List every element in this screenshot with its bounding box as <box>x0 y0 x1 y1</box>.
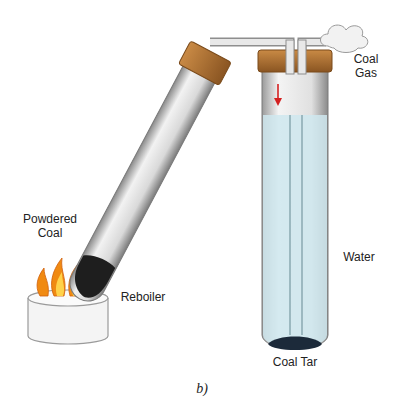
part-label: Powdered Coal <box>14 212 86 240</box>
part-label: Coal Tar <box>272 355 318 369</box>
figure-caption: b) <box>180 382 224 396</box>
part-label: Water <box>334 250 384 264</box>
part-label: Reboiler <box>108 290 178 304</box>
part-label: Coal Gas <box>346 52 386 80</box>
